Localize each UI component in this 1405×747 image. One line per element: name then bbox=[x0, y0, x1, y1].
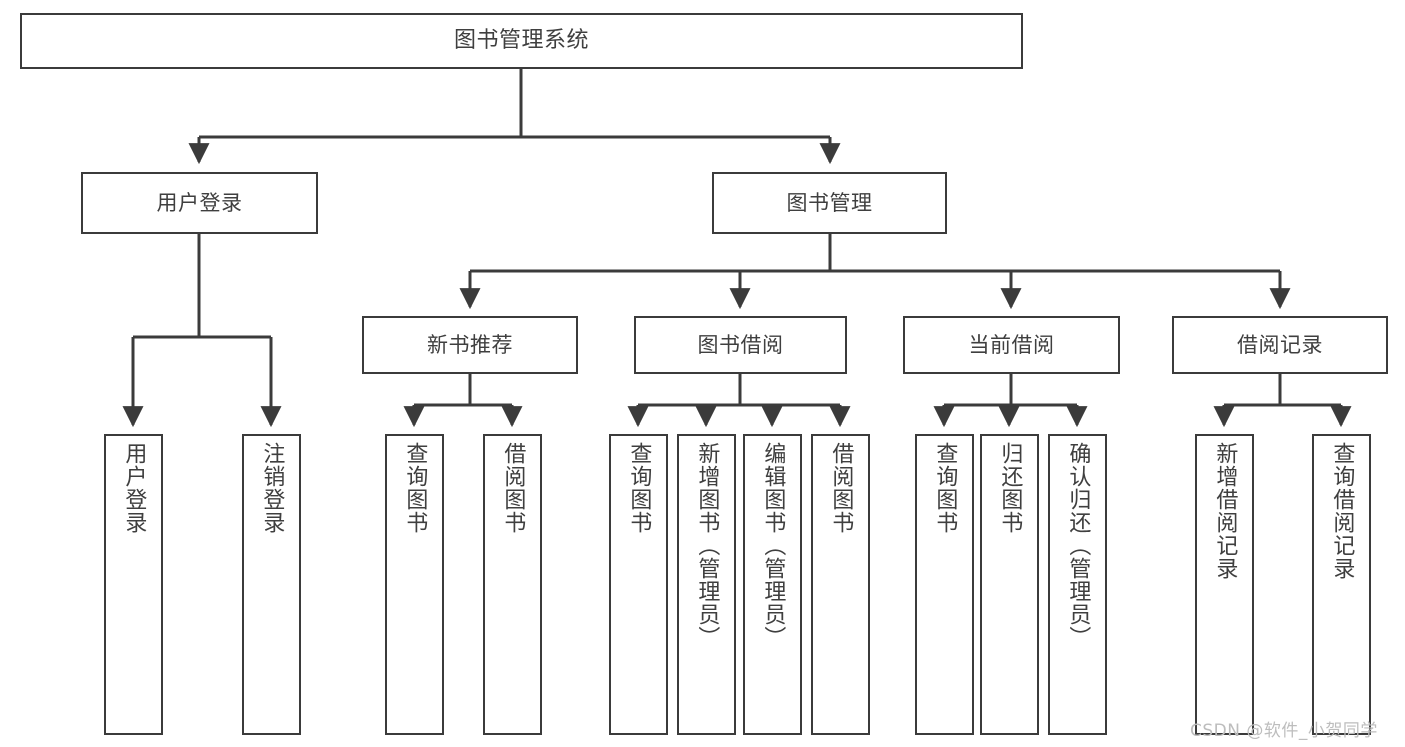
node-book-borrow[interactable]: 图书借阅 bbox=[634, 316, 847, 374]
node-root-label: 图书管理系统 bbox=[453, 28, 589, 54]
node-leaf-edit-book-label: 编辑图书（管理员） bbox=[760, 442, 786, 649]
node-current-borrow-label: 当前借阅 bbox=[968, 332, 1055, 357]
node-leaf-user-logout-label: 注销登录 bbox=[259, 442, 285, 534]
node-new-book-recommend[interactable]: 新书推荐 bbox=[362, 316, 578, 374]
node-leaf-confirm-return[interactable]: 确认归还（管理员） bbox=[1048, 434, 1107, 735]
node-leaf-query-book-2[interactable]: 查询图书 bbox=[609, 434, 668, 735]
node-leaf-query-book-3[interactable]: 查询图书 bbox=[915, 434, 974, 735]
node-user-login-label: 用户登录 bbox=[156, 190, 243, 215]
node-leaf-return-book[interactable]: 归还图书 bbox=[980, 434, 1039, 735]
node-new-book-recommend-label: 新书推荐 bbox=[427, 332, 513, 357]
node-user-login[interactable]: 用户登录 bbox=[81, 172, 318, 234]
node-leaf-confirm-return-label: 确认归还（管理员） bbox=[1065, 442, 1091, 649]
node-book-manage-label: 图书管理 bbox=[786, 190, 873, 215]
node-leaf-edit-book[interactable]: 编辑图书（管理员） bbox=[743, 434, 802, 735]
node-leaf-borrow-book-2[interactable]: 借阅图书 bbox=[811, 434, 870, 735]
node-leaf-user-login-label: 用户登录 bbox=[121, 442, 147, 534]
node-leaf-query-book-3-label: 查询图书 bbox=[932, 442, 958, 534]
node-leaf-user-login[interactable]: 用户登录 bbox=[104, 434, 163, 735]
node-root[interactable]: 图书管理系统 bbox=[20, 13, 1023, 69]
node-borrow-record-label: 借阅记录 bbox=[1237, 332, 1323, 357]
node-leaf-user-logout[interactable]: 注销登录 bbox=[242, 434, 301, 735]
node-leaf-add-record[interactable]: 新增借阅记录 bbox=[1195, 434, 1254, 735]
node-current-borrow[interactable]: 当前借阅 bbox=[903, 316, 1120, 374]
node-book-manage[interactable]: 图书管理 bbox=[712, 172, 947, 234]
node-leaf-query-record[interactable]: 查询借阅记录 bbox=[1312, 434, 1371, 735]
node-leaf-borrow-book-1[interactable]: 借阅图书 bbox=[483, 434, 542, 735]
node-leaf-borrow-book-1-label: 借阅图书 bbox=[500, 442, 526, 534]
node-leaf-query-book-1[interactable]: 查询图书 bbox=[385, 434, 444, 735]
csdn-watermark: CSDN @软件_小贺同学 bbox=[1190, 721, 1378, 741]
node-leaf-return-book-label: 归还图书 bbox=[997, 442, 1023, 534]
node-borrow-record[interactable]: 借阅记录 bbox=[1172, 316, 1388, 374]
node-leaf-add-book-label: 新增图书（管理员） bbox=[694, 442, 720, 649]
node-leaf-query-record-label: 查询借阅记录 bbox=[1329, 442, 1355, 580]
node-leaf-query-book-2-label: 查询图书 bbox=[626, 442, 652, 534]
node-leaf-add-record-label: 新增借阅记录 bbox=[1212, 442, 1238, 580]
node-leaf-borrow-book-2-label: 借阅图书 bbox=[828, 442, 854, 534]
node-leaf-query-book-1-label: 查询图书 bbox=[402, 442, 428, 534]
node-book-borrow-label: 图书借阅 bbox=[697, 332, 784, 357]
node-leaf-add-book[interactable]: 新增图书（管理员） bbox=[677, 434, 736, 735]
